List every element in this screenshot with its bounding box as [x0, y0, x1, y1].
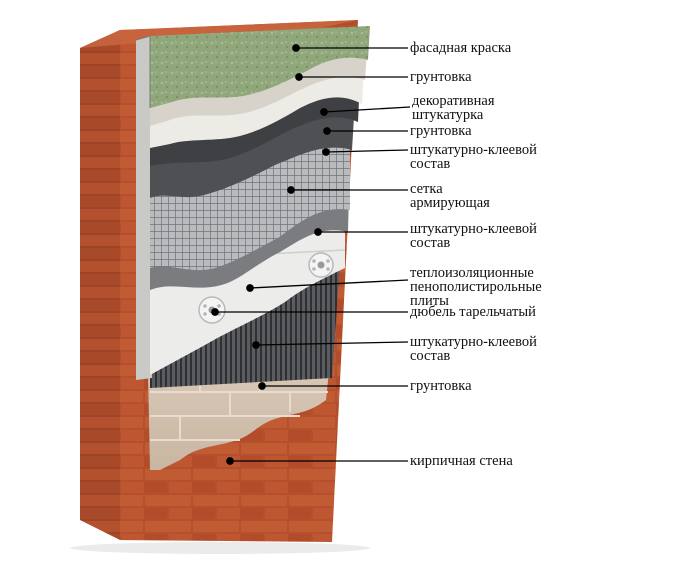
label-dowel: дюбель тарельчатый [410, 304, 536, 320]
dowel-2 [308, 252, 334, 278]
leader-lines [211, 44, 411, 465]
facade-paint [150, 26, 370, 108]
label-primer-3: грунтовка [410, 378, 472, 394]
eps-board [136, 36, 152, 380]
brick-wall-side [80, 30, 120, 540]
label-primer-2: грунтовка [410, 123, 472, 139]
label-brick-wall: кирпичная стена [410, 453, 513, 469]
label-facade-paint: фасадная краска [410, 40, 512, 56]
label-primer-1: грунтовка [410, 69, 472, 85]
